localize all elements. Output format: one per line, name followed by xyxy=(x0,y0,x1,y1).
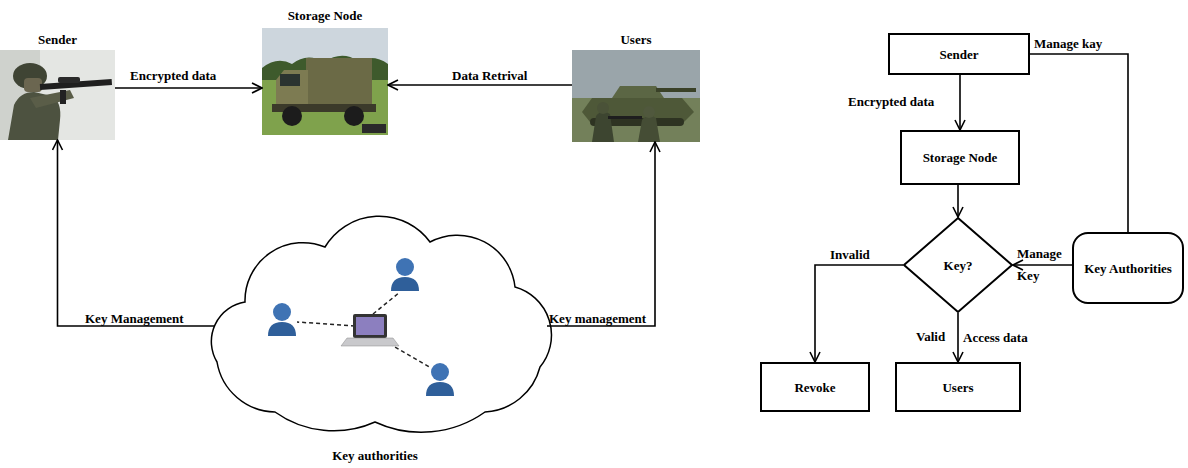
label-holder: Manage Key xyxy=(1017,243,1073,287)
person-icon xyxy=(268,303,296,336)
label-holder: Manage kay xyxy=(1034,36,1102,51)
authority-network xyxy=(268,258,454,396)
node-heading: Storage Node xyxy=(288,8,363,23)
person-icon xyxy=(391,277,419,291)
connector xyxy=(58,140,216,326)
node-text: Storage Node xyxy=(923,150,998,165)
soldier-photo xyxy=(0,50,115,140)
truck-photo xyxy=(262,28,388,135)
person-icon xyxy=(273,303,291,321)
edge-label: Data Retrival xyxy=(452,68,527,83)
terminal-box: Key Authorities xyxy=(1072,232,1184,304)
tank-photo xyxy=(656,88,696,92)
truck-photo xyxy=(344,106,364,126)
decision-diamond: Key? xyxy=(903,217,1013,313)
edge-label: Encrypted data xyxy=(848,94,934,109)
laptop-icon xyxy=(353,314,387,338)
connector xyxy=(957,185,959,217)
cloud-outline xyxy=(211,216,551,432)
edge-label: Invalid xyxy=(830,247,870,262)
photo-node: Users xyxy=(572,50,700,142)
truck-photo xyxy=(280,74,300,86)
label-holder: Key Management xyxy=(85,311,184,326)
label-holder: Data Retrival xyxy=(452,68,527,83)
soldier-photo xyxy=(24,78,42,92)
edge-label: Encrypted data xyxy=(130,68,216,83)
person-icon xyxy=(426,382,454,396)
node-text: Key? xyxy=(944,258,973,273)
truck-photo xyxy=(306,58,372,108)
cloud-node: Key authorities xyxy=(205,222,545,436)
edge-label: Key management xyxy=(549,311,646,326)
label-holder: Encrypted data xyxy=(130,68,216,83)
laptop-icon xyxy=(341,314,399,346)
connector xyxy=(957,313,959,362)
connector xyxy=(815,265,903,362)
node-heading: Key authorities xyxy=(332,448,418,463)
tank-photo xyxy=(597,102,609,114)
label-holder: Valid xyxy=(916,329,945,344)
laptop-icon xyxy=(356,317,384,335)
person-icon xyxy=(268,322,296,336)
network-link xyxy=(373,292,400,314)
cloud-outline xyxy=(205,222,545,436)
label-holder: Invalid xyxy=(830,247,870,262)
connector xyxy=(1013,264,1072,266)
person-icon xyxy=(431,363,449,381)
connector xyxy=(959,75,961,130)
soldier-photo xyxy=(60,90,66,104)
edge-label: Key Management xyxy=(85,311,184,326)
tank-photo xyxy=(572,98,700,142)
node-text: Sender xyxy=(940,47,979,62)
network-link xyxy=(297,322,355,326)
photo-node: Storage Node xyxy=(262,28,388,135)
tank-photo xyxy=(643,106,655,118)
soldier-photo xyxy=(30,90,74,108)
edge-label: Valid xyxy=(916,329,945,344)
connector xyxy=(115,87,262,89)
connector xyxy=(1030,54,1128,232)
process-box: Users xyxy=(895,362,1021,412)
truck-photo xyxy=(282,106,302,126)
person-icon xyxy=(396,258,414,276)
truck-photo xyxy=(362,124,386,133)
laptop-icon xyxy=(341,338,399,346)
tank-photo xyxy=(638,115,660,142)
soldier-photo xyxy=(0,50,115,140)
label-holder: Encrypted data xyxy=(848,94,934,109)
tank-photo xyxy=(572,50,700,142)
connector xyxy=(388,84,572,86)
edge-label: Access data xyxy=(963,330,1028,345)
node-text: Key Authorities xyxy=(1084,261,1172,276)
label-holder: Access data xyxy=(963,330,1028,345)
node-text: Users xyxy=(942,380,973,395)
diamond-outline xyxy=(904,218,1012,312)
person-icon xyxy=(426,363,454,396)
soldier-photo xyxy=(58,77,80,83)
connector xyxy=(547,142,655,326)
node-heading: Sender xyxy=(38,32,77,47)
network-link xyxy=(297,292,431,368)
tank-photo xyxy=(572,50,700,142)
process-box: Sender xyxy=(888,33,1030,75)
person-icon xyxy=(391,258,419,291)
process-box: Storage Node xyxy=(900,130,1020,185)
node-heading: Users xyxy=(620,32,651,47)
process-box: Revoke xyxy=(760,362,870,412)
edge-label: Manage Key xyxy=(1017,243,1073,287)
photo-node: Sender xyxy=(0,50,115,140)
truck-photo xyxy=(276,70,308,108)
truck-photo xyxy=(262,28,388,135)
tank-photo xyxy=(608,116,642,119)
edge-label: Manage kay xyxy=(1034,36,1102,51)
node-text: Revoke xyxy=(794,380,835,395)
label-holder: Key management xyxy=(549,311,646,326)
